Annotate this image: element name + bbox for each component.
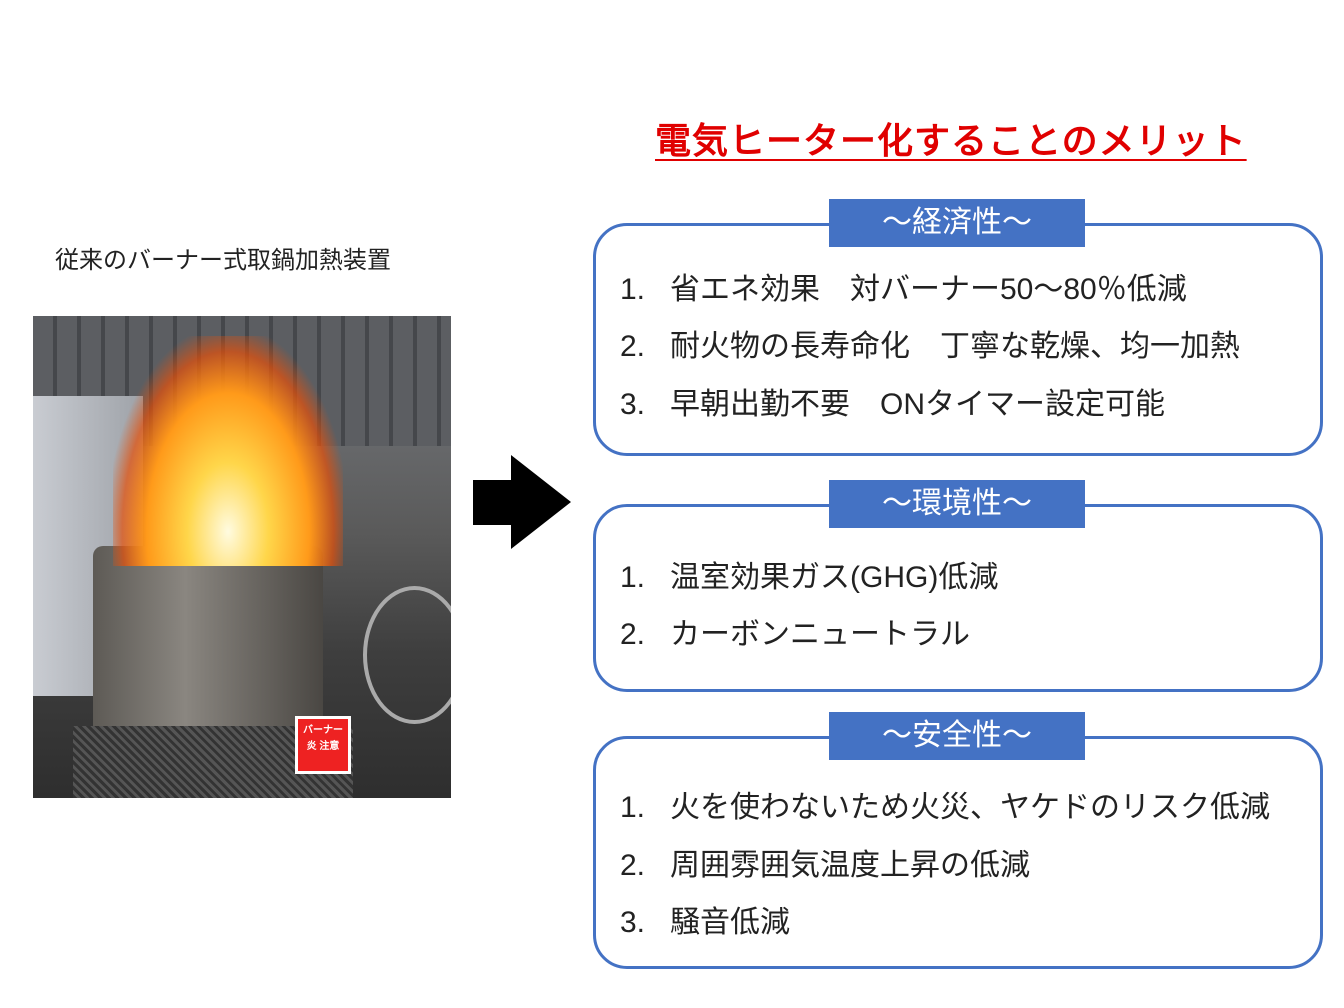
item-text: 周囲雰囲気温度上昇の低減 [670,849,1030,882]
list-item: 1. 温室効果ガス(GHG)低減 [620,552,998,596]
safety-label: ～安全性～ [829,712,1085,760]
economy-box [593,223,1323,456]
item-text: 省エネ効果 対バーナー50～80％低減 [670,273,1187,306]
item-text: 温室効果ガス(GHG)低減 [670,561,999,594]
photo-caption: 従来のバーナー式取鍋加熱装置 [55,247,391,274]
slide-title: 電気ヒーター化することのメリット [655,120,1247,161]
item-number: 2. [620,618,646,651]
economy-label: ～経済性～ [829,199,1085,247]
wheel [363,586,451,724]
environment-box [593,504,1323,692]
item-number: 3. [620,388,646,421]
list-item: 3. 騒音低減 [620,897,790,941]
right-arrow-icon [473,455,571,549]
item-number: 1. [620,273,646,306]
item-number: 1. [620,561,646,594]
warning-sign: バーナー炎 注意 [295,716,351,774]
warning-sign-text: バーナー炎 注意 [303,725,343,752]
item-text: 耐火物の長寿命化 丁寧な乾燥、均一加熱 [670,330,1240,363]
item-text: 早朝出勤不要 ONタイマー設定可能 [670,388,1165,421]
item-text: 騒音低減 [670,906,790,939]
list-item: 3. 早朝出勤不要 ONタイマー設定可能 [620,379,1165,423]
item-number: 3. [620,906,646,939]
item-number: 2. [620,330,646,363]
safety-box [593,736,1323,969]
list-item: 2. 耐火物の長寿命化 丁寧な乾燥、均一加熱 [620,321,1240,365]
list-item: 2. 周囲雰囲気温度上昇の低減 [620,840,1030,884]
environment-label: ～環境性～ [829,480,1085,528]
burner-ladle-photo: バーナー炎 注意 [33,316,451,798]
item-number: 2. [620,849,646,882]
item-text: 火を使わないため火災、ヤケドのリスク低減 [670,791,1270,824]
item-text: カーボンニュートラル [670,618,970,651]
list-item: 1. 省エネ効果 対バーナー50～80％低減 [620,264,1187,308]
list-item: 2. カーボンニュートラル [620,609,970,653]
flame [113,336,343,566]
item-number: 1. [620,791,646,824]
list-item: 1. 火を使わないため火災、ヤケドのリスク低減 [620,782,1270,826]
